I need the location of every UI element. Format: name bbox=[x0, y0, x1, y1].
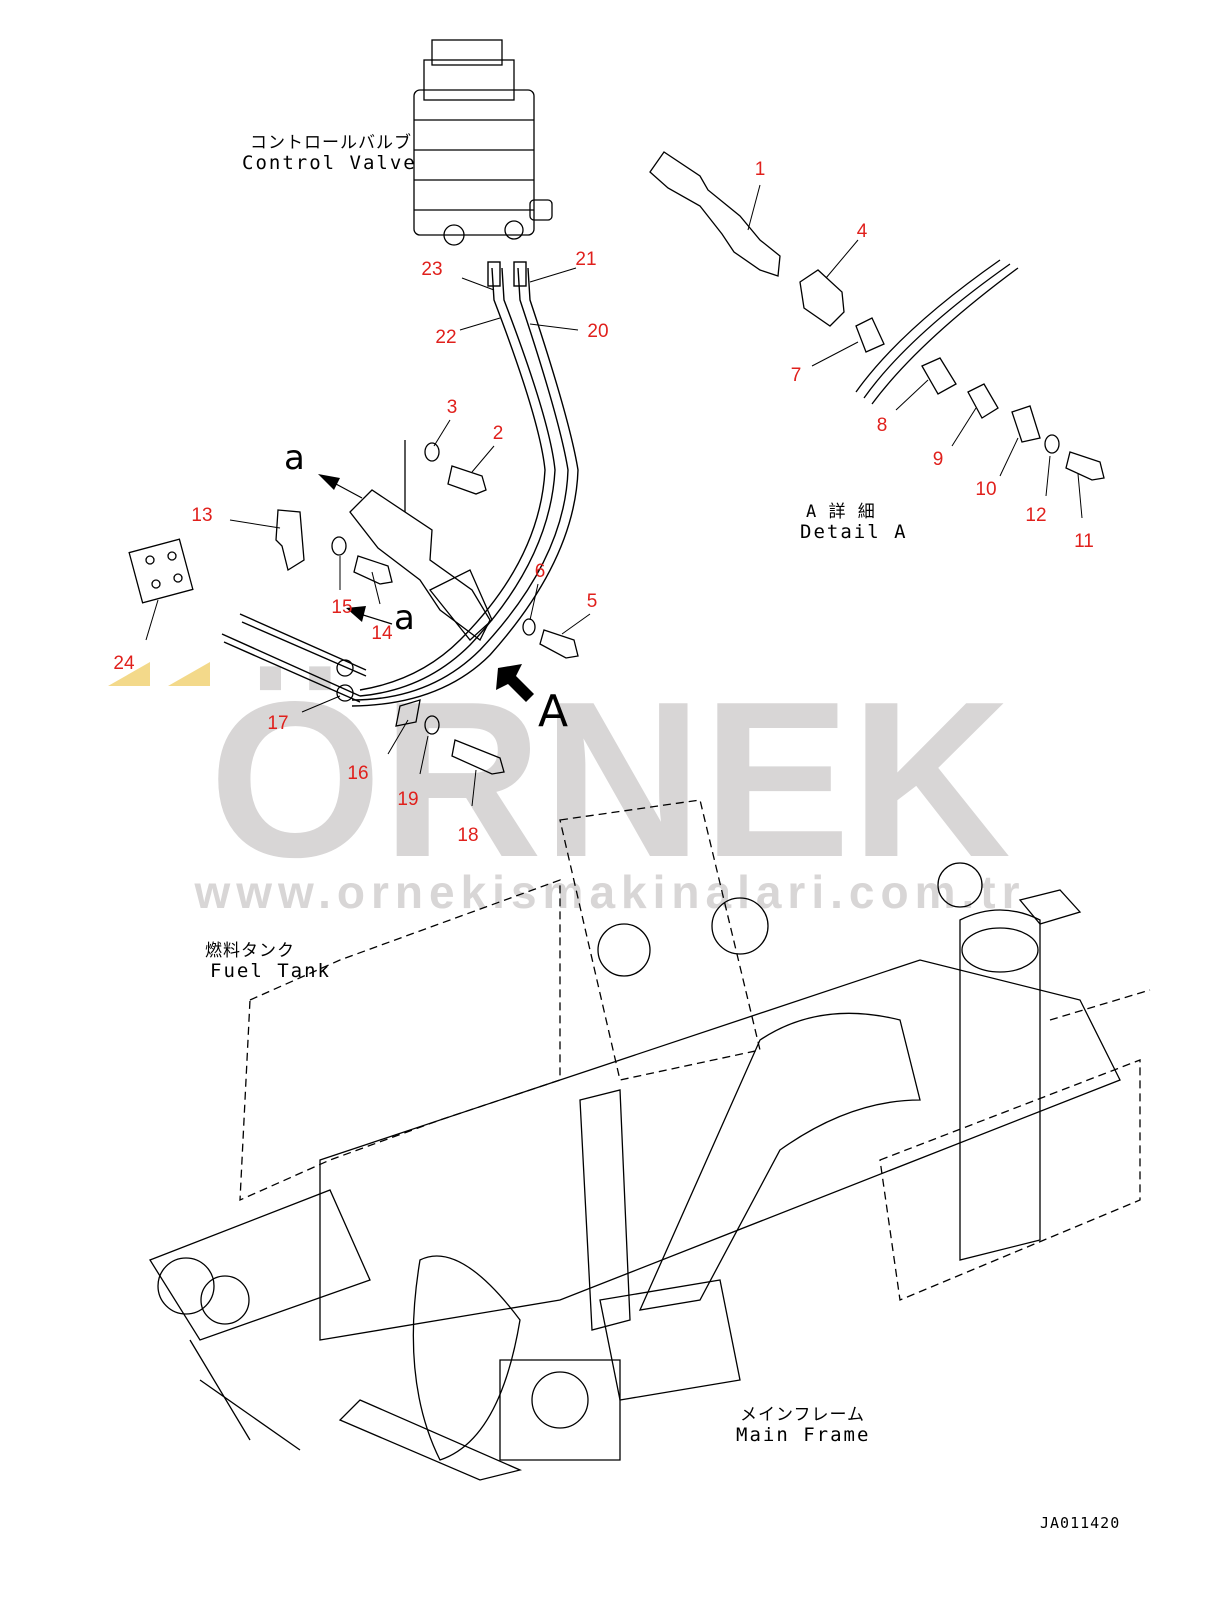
detail-a-parts bbox=[649, 151, 1105, 481]
callout-7: 7 bbox=[790, 365, 802, 386]
main-frame-drawing bbox=[149, 799, 1151, 1481]
fuel-tank-label-jp: 燃料タンク bbox=[205, 941, 295, 961]
left-parts bbox=[128, 509, 505, 775]
view-letter-a-top: a bbox=[284, 438, 305, 478]
view-arrow-a bbox=[496, 664, 534, 702]
callout-6: 6 bbox=[534, 561, 546, 582]
callout-13: 13 bbox=[191, 505, 213, 526]
control-valve-label-jp: コントロールバルブ bbox=[250, 133, 412, 153]
callout-15: 15 bbox=[331, 597, 353, 618]
callout-18: 18 bbox=[457, 825, 479, 846]
callout-9: 9 bbox=[932, 449, 944, 470]
callout-12: 12 bbox=[1025, 505, 1047, 526]
control-valve-drawing bbox=[413, 39, 553, 246]
callout-5: 5 bbox=[586, 591, 598, 612]
detail-a-label-jp: A 詳 細 bbox=[806, 502, 876, 522]
callout-20: 20 bbox=[587, 321, 609, 342]
callout-21: 21 bbox=[575, 249, 597, 270]
callout-24: 24 bbox=[113, 653, 135, 674]
callout-3: 3 bbox=[446, 397, 458, 418]
drawing-code: JA011420 bbox=[1040, 1514, 1121, 1532]
callout-19: 19 bbox=[397, 789, 419, 810]
arrow-a-top bbox=[318, 474, 363, 499]
main-frame-label-en: Main Frame bbox=[736, 1424, 871, 1446]
callout-16: 16 bbox=[347, 763, 369, 784]
detail-a-label-en: Detail A bbox=[800, 521, 908, 543]
arrow-a-bottom bbox=[346, 606, 393, 625]
watermark-brand bbox=[108, 662, 210, 686]
main-frame-label-jp: メインフレーム bbox=[740, 1405, 865, 1425]
view-letter-a: A bbox=[538, 686, 569, 737]
watermark-brand-text: ÖRNEK bbox=[209, 656, 1011, 904]
callout-17: 17 bbox=[267, 713, 289, 734]
fuel-tank-label-en: Fuel Tank bbox=[210, 960, 331, 982]
bracket-assembly bbox=[349, 440, 579, 659]
leader-lines bbox=[145, 184, 1083, 807]
watermark-url-text: www.ornekismakinalari.com.tr bbox=[194, 866, 1026, 918]
hoses bbox=[221, 261, 579, 707]
callout-2: 2 bbox=[492, 423, 504, 444]
callout-8: 8 bbox=[876, 415, 888, 436]
callout-14: 14 bbox=[371, 623, 393, 644]
view-letter-a-bottom: a bbox=[394, 598, 415, 638]
callout-1: 1 bbox=[754, 159, 766, 180]
callout-23: 23 bbox=[421, 259, 443, 280]
callout-10: 10 bbox=[975, 479, 997, 500]
callout-11: 11 bbox=[1074, 531, 1094, 552]
callout-4: 4 bbox=[856, 221, 868, 242]
callout-22: 22 bbox=[435, 327, 457, 348]
control-valve-label-en: Control Valve bbox=[242, 152, 417, 174]
